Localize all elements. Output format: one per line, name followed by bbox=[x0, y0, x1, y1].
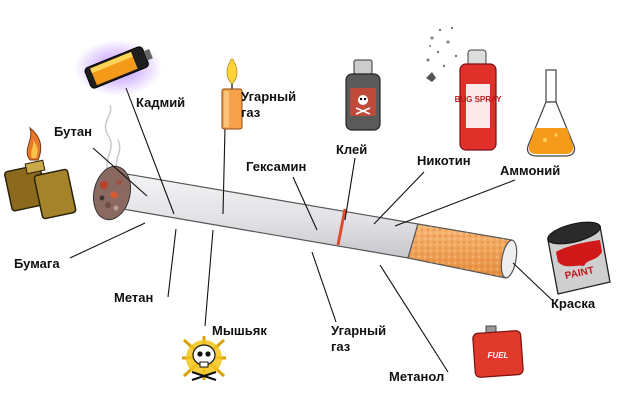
label-ugarny-gaz-top-line2: газ bbox=[241, 105, 261, 120]
lighter-icon bbox=[4, 126, 77, 220]
fuel-text: FUEL bbox=[488, 351, 509, 360]
candle-icon bbox=[221, 58, 243, 130]
cigarette bbox=[93, 165, 518, 279]
line-ugarny-bottom bbox=[311, 251, 337, 323]
label-kraska: Краска bbox=[551, 296, 596, 311]
label-butan: Бутан bbox=[54, 124, 93, 139]
label-ammoniy: Аммоний bbox=[500, 163, 561, 178]
label-ugarny-gaz-top-line1: Угарный bbox=[241, 89, 297, 104]
line-ammoniy bbox=[394, 179, 516, 227]
label-bumaga: Бумага bbox=[14, 256, 60, 271]
red-ring bbox=[336, 208, 347, 246]
line-metanol bbox=[379, 264, 449, 373]
poison-skull-icon bbox=[182, 336, 226, 381]
label-metanol: Метанол bbox=[389, 369, 445, 384]
bug-spray-icon: BUG SPRAY bbox=[426, 26, 502, 151]
line-metan bbox=[167, 228, 177, 298]
fuel-can-icon: FUEL bbox=[472, 325, 524, 378]
label-geksamin: Гексамин bbox=[246, 159, 307, 174]
glue-bottle-icon bbox=[345, 59, 381, 131]
label-kadmiy: Кадмий bbox=[136, 95, 186, 110]
bug-spray-text: BUG SPRAY bbox=[455, 95, 502, 104]
line-nikotin bbox=[373, 171, 425, 225]
filter-end bbox=[500, 239, 518, 279]
leader-lines bbox=[69, 87, 553, 373]
smoke bbox=[104, 104, 121, 176]
flask-icon bbox=[526, 69, 576, 157]
label-metan: Метан bbox=[114, 290, 154, 305]
cigarette-paper bbox=[104, 171, 419, 259]
label-ugarny-gaz-bottom-line2: газ bbox=[331, 339, 351, 354]
line-ugarny-top bbox=[222, 127, 226, 215]
line-kley bbox=[344, 157, 356, 221]
battery-icon bbox=[74, 40, 162, 96]
paint-can-icon: PAINT bbox=[547, 221, 611, 295]
line-myshyak bbox=[204, 229, 214, 327]
line-butan bbox=[92, 147, 148, 197]
label-ugarny-gaz-bottom-line1: Угарный bbox=[331, 323, 387, 338]
label-myshyak: Мышьяк bbox=[212, 323, 267, 338]
line-geksamin bbox=[292, 176, 318, 231]
label-nikotin: Никотин bbox=[417, 153, 471, 168]
line-kadmiy bbox=[125, 87, 175, 215]
line-bumaga bbox=[69, 222, 146, 259]
line-kraska bbox=[512, 262, 553, 301]
label-kley: Клей bbox=[336, 142, 368, 157]
